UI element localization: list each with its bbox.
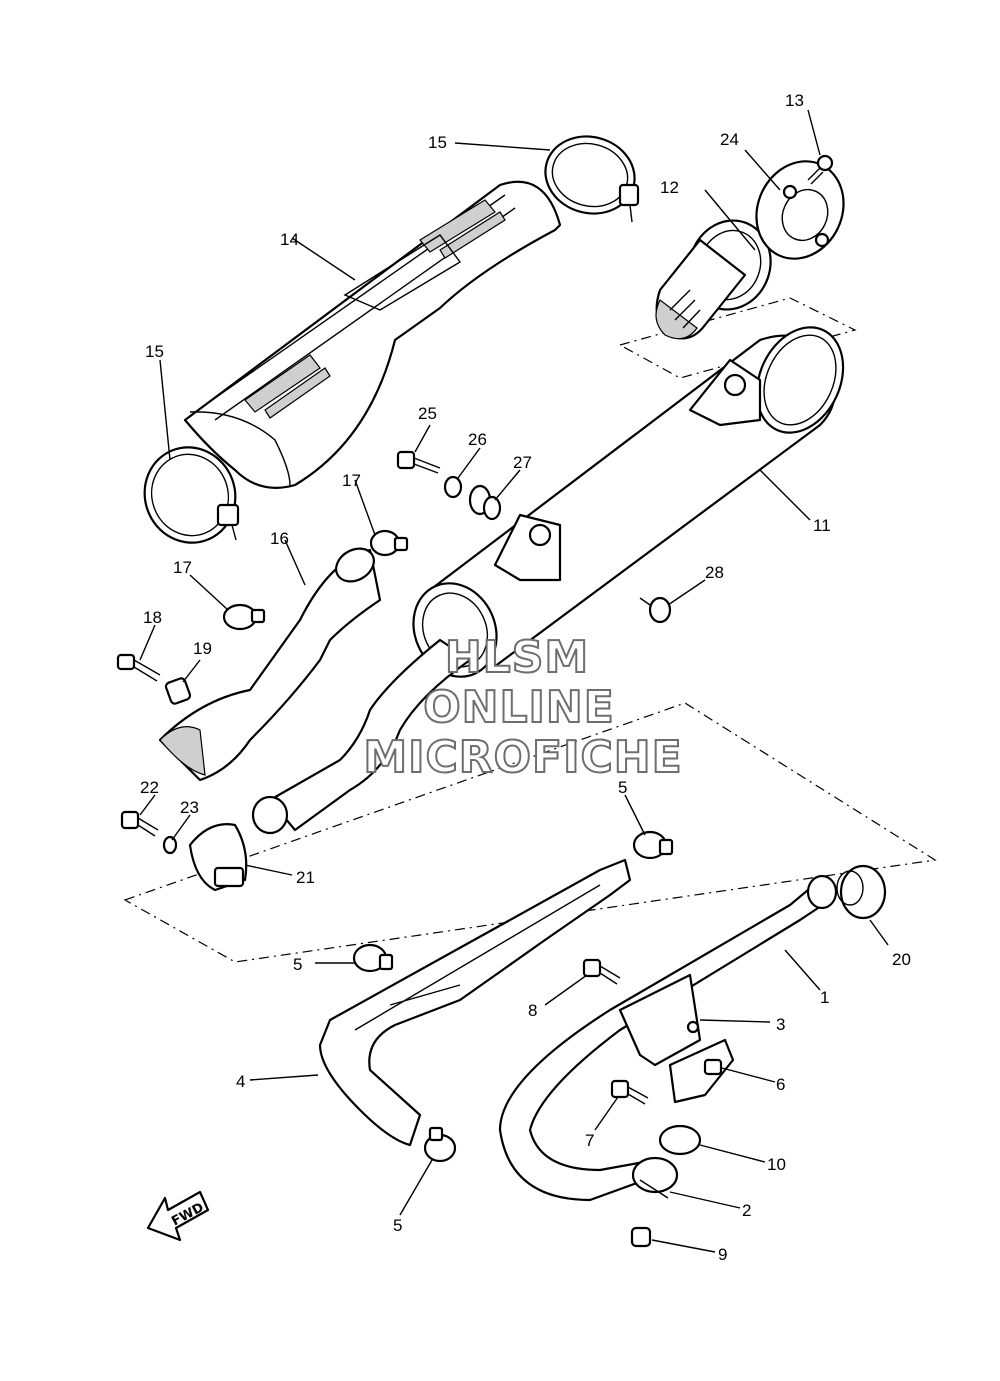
part-5-clamp-upper [632, 830, 674, 860]
callout-28: 28 [705, 563, 724, 582]
callout-22: 22 [140, 778, 159, 797]
part-7-bolt [610, 1079, 649, 1105]
leader-lines [139, 109, 889, 1253]
callout-17-lower: 17 [173, 558, 192, 577]
callout-10: 10 [767, 1155, 786, 1174]
callout-3: 3 [776, 1015, 785, 1034]
part-3-bracket [618, 973, 702, 1067]
part-10-gasket [658, 1124, 702, 1156]
part-8-bolt [582, 958, 621, 985]
callout-7: 7 [585, 1131, 594, 1150]
part-12-spark-arrester [655, 219, 772, 340]
part-4-pipe-protector [318, 858, 632, 1147]
callout-26: 26 [468, 430, 487, 449]
callout-15-upper: 15 [428, 133, 447, 152]
watermark: HLSM ONLINE MICROFICHE [362, 631, 682, 784]
part-17-clamp-lower [222, 603, 266, 631]
callout-24: 24 [720, 130, 739, 149]
part-15-clamp-lower [143, 446, 240, 544]
callout-15-lower: 15 [145, 342, 164, 361]
forward-direction-arrow: FWD [146, 1190, 210, 1242]
part-26-washer [443, 475, 463, 499]
callout-25: 25 [418, 404, 437, 423]
part-5-clamp-middle [352, 943, 394, 973]
part-6-clamp [668, 1038, 735, 1104]
part-17-clamp-upper [369, 529, 409, 557]
callout-20: 20 [892, 950, 911, 969]
callout-4: 4 [236, 1072, 245, 1091]
part-21-clamp [188, 823, 248, 892]
part-9-nut [630, 1226, 652, 1248]
callout-6: 6 [776, 1075, 785, 1094]
part-25-bolt [396, 450, 441, 474]
inner-pipe [251, 638, 472, 835]
part-16-joint-pipe [158, 547, 382, 782]
callout-8: 8 [528, 1001, 537, 1020]
callout-1: 1 [820, 988, 829, 1007]
part-20-gasket [836, 864, 887, 920]
part-18-bolt [116, 653, 161, 682]
part-2-flange [631, 1156, 679, 1199]
callout-11: 11 [813, 516, 831, 535]
callout-5-upper: 5 [618, 778, 627, 797]
subassembly-box-lower [123, 702, 937, 963]
callout-14: 14 [280, 230, 299, 249]
watermark-line-2: ONLINE [423, 682, 615, 733]
callout-21: 21 [296, 868, 315, 887]
callout-23: 23 [180, 798, 199, 817]
callout-2: 2 [742, 1201, 751, 1220]
subassembly-box-upper [618, 297, 857, 379]
callout-5-lower: 5 [393, 1216, 402, 1235]
part-28-collar [639, 596, 672, 624]
part-14-muffler-protector [183, 180, 562, 489]
callout-12: 12 [660, 178, 679, 197]
callout-16: 16 [270, 529, 289, 548]
callout-19: 19 [193, 639, 212, 658]
callout-5-middle: 5 [293, 955, 302, 974]
callout-18: 18 [143, 608, 162, 627]
part-5-clamp-lower [423, 1126, 457, 1163]
callout-13: 13 [785, 91, 804, 110]
part-24-end-cap [755, 160, 845, 260]
callout-27: 27 [513, 453, 532, 472]
part-1-exhaust-pipe [498, 874, 838, 1202]
callout-9: 9 [718, 1245, 727, 1264]
part-13-bolt [807, 154, 834, 185]
part-22-bolt [120, 810, 159, 837]
part-23-washer [162, 835, 178, 855]
part-27-grommet [468, 484, 502, 521]
callout-labels: 15 12 24 13 14 15 25 26 27 11 28 17 16 1… [140, 91, 911, 1264]
part-11-muffler [412, 326, 845, 678]
part-19-collar [164, 677, 192, 705]
watermark-line-1: HLSM [445, 632, 589, 683]
watermark-line-3: MICROFICHE [363, 732, 682, 783]
part-15-clamp-upper [544, 135, 640, 223]
callout-17-upper: 17 [342, 471, 361, 490]
